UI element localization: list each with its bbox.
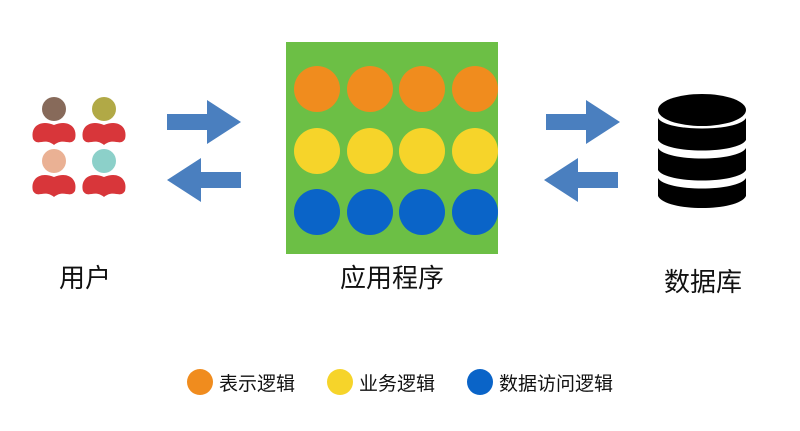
app-dot <box>294 189 340 235</box>
arrow-left-icon <box>167 158 241 202</box>
app-dot <box>399 127 445 174</box>
arrow-right-icon <box>546 100 620 144</box>
arrow-right-icon <box>167 100 241 144</box>
users-icon <box>30 97 128 199</box>
person-body <box>82 174 126 197</box>
app-box <box>286 42 498 254</box>
app-dot <box>451 189 498 235</box>
app-label: 应用程序 <box>339 264 444 294</box>
app-dot <box>346 66 393 112</box>
app-dot <box>346 127 393 174</box>
legend-swatch <box>186 369 213 395</box>
legend-item-data-access: 数据访问逻辑 <box>467 369 613 396</box>
person-body <box>32 122 76 145</box>
database-label: 数据库 <box>663 268 742 298</box>
app-dot <box>451 66 498 112</box>
legend-label: 数据访问逻辑 <box>499 372 614 395</box>
person-head <box>92 149 116 173</box>
person-icon <box>32 97 76 145</box>
legend-label: 业务逻辑 <box>358 372 435 395</box>
person-icon <box>82 97 126 145</box>
legend-swatch <box>326 369 353 395</box>
person-body <box>32 174 76 197</box>
person-icon <box>32 149 76 197</box>
arrow-left-icon <box>544 158 618 202</box>
legend-item-presentation: 表示逻辑 <box>186 369 295 396</box>
legend: 表示逻辑 业务逻辑 数据访问逻辑 <box>0 364 800 400</box>
person-icon <box>82 149 126 197</box>
app-dot <box>294 127 340 174</box>
person-head <box>92 97 116 121</box>
users-label: 用户 <box>58 264 111 294</box>
person-head <box>42 97 66 121</box>
app-dot <box>451 127 498 174</box>
legend-item-business: 业务逻辑 <box>326 369 435 396</box>
person-head <box>42 149 66 173</box>
legend-swatch <box>467 369 493 395</box>
app-dot <box>399 189 445 235</box>
app-dot <box>399 66 445 112</box>
person-body <box>82 122 126 145</box>
app-dot <box>346 189 393 235</box>
legend-label: 表示逻辑 <box>218 372 295 395</box>
database-icon <box>658 94 746 208</box>
app-dot <box>294 66 340 112</box>
